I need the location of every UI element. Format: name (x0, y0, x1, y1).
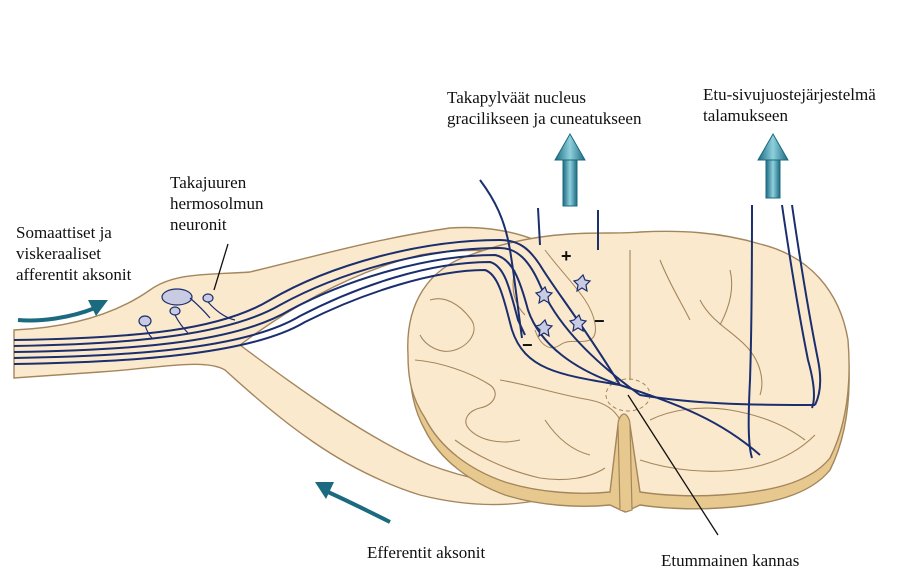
neuron-cell-icon (572, 273, 592, 293)
ganglion-leader-line (213, 243, 229, 291)
afferent-axons (13, 238, 816, 456)
neuron-cell-icon (534, 318, 554, 338)
grey-matter-outline (414, 250, 816, 481)
minus-sign-right: − (594, 311, 605, 331)
neuron-cell-icon (138, 315, 152, 327)
commissure-label: Etummainen kannas (661, 551, 800, 570)
neuron-cell-icon (568, 313, 588, 333)
ganglion-neurons (138, 288, 236, 339)
up-arrow-icon (562, 157, 578, 207)
anterolateral-axons (747, 204, 822, 459)
dorsal-column-axons (479, 179, 599, 339)
plus-sign: + (561, 246, 572, 266)
interneurons (534, 273, 592, 338)
dorsal-root-ganglion-label: Takajuuren hermosolmun neuronit (170, 173, 264, 234)
neuron-cell-icon (169, 306, 181, 316)
neuron-cell-icon (161, 288, 193, 306)
neuron-cell-icon (202, 293, 214, 303)
curved-arrow-icon (327, 490, 391, 524)
minus-sign-left: − (522, 335, 533, 355)
anterolateral-label: Etu-sivujuostejärjestelmä talamukseen (703, 85, 876, 125)
afferent-arrow (17, 300, 108, 323)
anterolateral-up-arrow (757, 132, 789, 199)
afferent-label: Somaattiset ja viskeraaliset afferentit … (16, 223, 132, 284)
efferent-label: Efferentit aksonit (367, 543, 486, 562)
neuron-cell-icon (534, 285, 554, 305)
anterior-median-fissure (617, 413, 633, 513)
up-arrow-icon (765, 157, 781, 199)
commissure-leader-line (627, 394, 719, 536)
curved-arrow-icon (17, 306, 96, 323)
efferent-arrow (315, 482, 391, 524)
dorsal-column-label: Takapylväät nucleus gracilikseen ja cune… (447, 88, 642, 128)
spinal-cord-top (407, 230, 850, 497)
spinal-nerve (13, 226, 542, 506)
dorsal-column-up-arrow (554, 132, 586, 207)
